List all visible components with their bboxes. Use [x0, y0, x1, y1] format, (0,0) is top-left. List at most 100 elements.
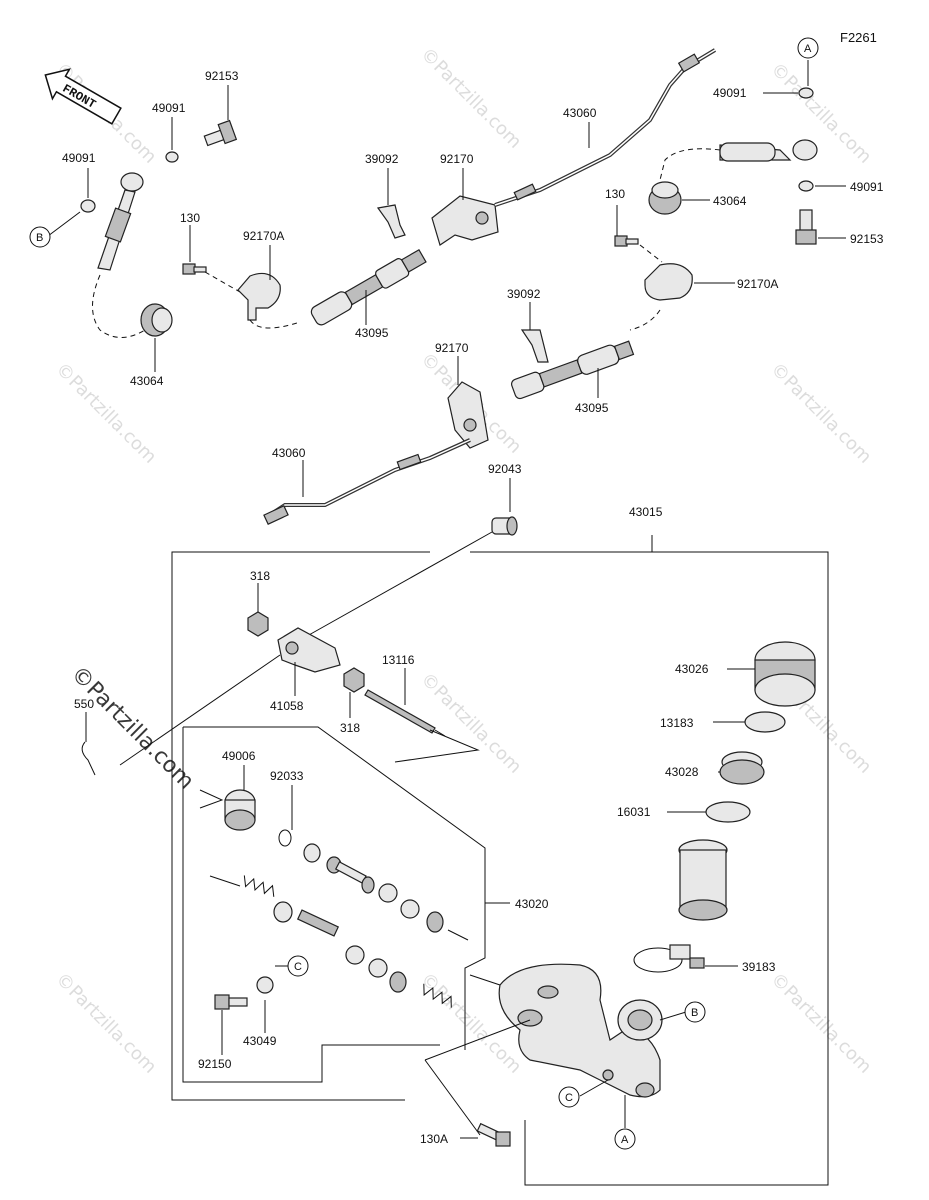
washer-icon: [165, 151, 179, 163]
reference-circle-b: [684, 1001, 706, 1023]
part-label-49091[interactable]: 49091: [850, 180, 884, 194]
assembly-43020-frame: [182, 726, 510, 1083]
part-label-49006[interactable]: 49006: [222, 749, 256, 763]
reference-circle-b: [29, 226, 51, 248]
boot-icon: [224, 789, 256, 831]
part-label-49091[interactable]: 49091: [713, 86, 747, 100]
diaphragm-icon: [719, 751, 765, 785]
part-label-39092[interactable]: 39092: [365, 152, 399, 166]
part-label-550[interactable]: 550: [74, 697, 94, 711]
bracket-icon: [447, 381, 489, 449]
banjo-bolt-icon: [795, 209, 817, 245]
nut-icon: [343, 667, 365, 693]
part-label-92153[interactable]: 92153: [850, 232, 884, 246]
banjo-fitting-icon: [120, 172, 144, 192]
part-label-16031[interactable]: 16031: [617, 805, 651, 819]
part-label-92170[interactable]: 92170: [435, 341, 469, 355]
reservoir-cap-icon: [754, 641, 816, 707]
master-cylinder-body-icon: [498, 963, 663, 1098]
washer-icon: [798, 87, 814, 99]
part-label-92043[interactable]: 92043: [488, 462, 522, 476]
watermark: ©Partzilla.com: [766, 969, 875, 1078]
clip-icon: [376, 204, 406, 239]
banjo-bolt-icon: [203, 119, 238, 147]
clevis-icon: [277, 627, 341, 673]
reference-letter-c: C: [294, 961, 302, 973]
reference-letter-a: A: [804, 43, 812, 55]
washer-icon: [256, 976, 274, 994]
reference-circle-a: [797, 37, 819, 59]
part-label-39183[interactable]: 39183: [742, 960, 776, 974]
part-labels: 92153 49091 49091 B 130 92170A 43064 390…: [29, 37, 884, 1150]
part-label-43015[interactable]: 43015: [629, 505, 663, 519]
part-label-43026[interactable]: 43026: [675, 662, 709, 676]
grommet-icon: [648, 181, 682, 215]
hose-fitting-icon: [310, 248, 427, 326]
part-label-92033[interactable]: 92033: [270, 769, 304, 783]
reference-letter-a: A: [621, 1134, 629, 1146]
part-label-43060[interactable]: 43060: [563, 106, 597, 120]
reference-circle-a: [614, 1128, 636, 1150]
bolt-icon: [214, 994, 248, 1010]
front-arrow: FRONT: [44, 68, 122, 125]
part-label-43095[interactable]: 43095: [575, 401, 609, 415]
internal-parts: [199, 789, 469, 1010]
cotter-pin-icon: [81, 741, 96, 776]
leader-lines: [47, 60, 846, 1139]
watermark: ©Partzilla.com: [51, 969, 160, 1078]
part-label-43020[interactable]: 43020: [515, 897, 549, 911]
clip-icon: [520, 329, 549, 363]
watermark: ©Partzilla.com: [766, 59, 875, 168]
clamp-icon: [644, 263, 693, 301]
reference-letter-b: B: [691, 1007, 698, 1019]
left-hose-assembly: [80, 48, 717, 338]
part-label-43028[interactable]: 43028: [665, 765, 699, 779]
snap-ring-icon: [278, 829, 292, 847]
pin-icon: [491, 516, 518, 536]
part-label-318[interactable]: 318: [340, 721, 360, 735]
part-label-92150[interactable]: 92150: [198, 1057, 232, 1071]
part-label-43095[interactable]: 43095: [355, 326, 389, 340]
assembly-43015-frame: [171, 535, 829, 1186]
spring-icon: [243, 875, 275, 897]
part-label-43060[interactable]: 43060: [272, 446, 306, 460]
reservoir-icon: [678, 839, 728, 921]
part-label-130[interactable]: 130: [605, 187, 625, 201]
part-label-92153[interactable]: 92153: [205, 69, 239, 83]
part-label-43064[interactable]: 43064: [130, 374, 164, 388]
hose-fitting-icon: [511, 340, 635, 400]
watermark: ©Partzilla.com: [766, 359, 875, 468]
bolt-icon: [614, 235, 639, 247]
part-label-13116[interactable]: 13116: [382, 653, 415, 667]
part-label-43049[interactable]: 43049: [243, 1034, 277, 1048]
bracket-icon: [431, 195, 499, 246]
part-label-130a[interactable]: 130A: [420, 1132, 448, 1146]
part-label-92170a[interactable]: 92170A: [737, 277, 778, 291]
right-hose-assembly: [263, 87, 818, 525]
part-label-92170[interactable]: 92170: [440, 152, 474, 166]
part-label-49091[interactable]: 49091: [152, 101, 186, 115]
part-label-41058[interactable]: 41058: [270, 699, 304, 713]
reference-circle-c: [287, 955, 309, 977]
washer-icon: [80, 199, 96, 213]
diagram-code: F2261: [840, 30, 877, 45]
watermark: ©Partzilla.com: [416, 44, 525, 153]
nut-icon: [247, 611, 269, 637]
part-label-49091[interactable]: 49091: [62, 151, 96, 165]
part-label-318[interactable]: 318: [250, 569, 270, 583]
push-rod-icon: [364, 689, 446, 737]
bolt-icon: [476, 1122, 511, 1147]
part-label-92170a[interactable]: 92170A: [243, 229, 284, 243]
reference-letter-c: C: [565, 1092, 573, 1104]
part-label-39092[interactable]: 39092: [507, 287, 541, 301]
spring-icon: [423, 983, 452, 1008]
washer-icon: [798, 180, 814, 192]
part-label-130[interactable]: 130: [180, 211, 200, 225]
reference-circle-c: [558, 1086, 580, 1108]
part-label-13183[interactable]: 13183: [660, 716, 694, 730]
plate-icon: [744, 711, 786, 733]
part-label-43064[interactable]: 43064: [713, 194, 747, 208]
grommet-icon: [140, 303, 173, 337]
